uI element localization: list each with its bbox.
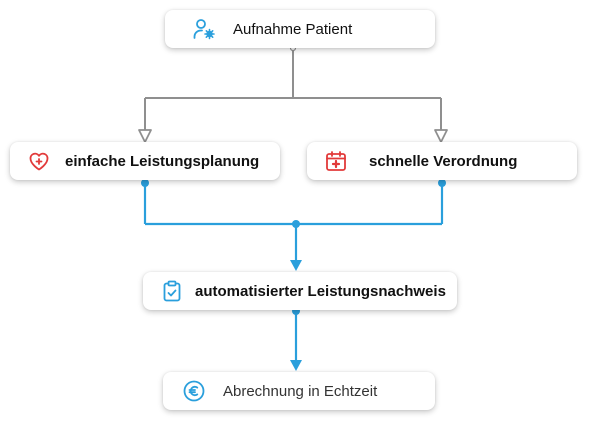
connector-dot-merge [292, 220, 300, 228]
node-label: Abrechnung in Echtzeit [223, 382, 378, 400]
arrowhead-left [138, 129, 152, 143]
arrowhead-nachweis [290, 260, 302, 271]
arrowhead-right [434, 129, 448, 143]
node-einfache-leistungsplanung: einfache Leistungsplanung [10, 142, 280, 180]
euro-coin-icon [181, 378, 207, 404]
medical-calendar-icon [323, 148, 349, 174]
connector-dot-schnell [438, 179, 446, 187]
node-label: Aufnahme Patient [233, 20, 353, 38]
heart-plus-icon [26, 148, 52, 174]
node-label: automatisierter Leistungsnachweis [195, 282, 446, 300]
connector-dot-einfach [141, 179, 149, 187]
clipboard-check-icon [159, 278, 185, 304]
node-label: einfache Leistungsplanung [65, 152, 260, 170]
node-abrechnung-in-echtzeit: Abrechnung in Echtzeit [163, 372, 435, 410]
node-label: schnelle Verordnung [369, 152, 518, 170]
node-automatisierter-leistungsnachweis: automatisierter Leistungsnachweis [143, 272, 457, 310]
arrowhead-abrechnung [290, 360, 302, 371]
split-connector [144, 48, 442, 130]
add-user-icon [191, 16, 217, 42]
node-aufnahme-patient: Aufnahme Patient [165, 10, 435, 48]
node-schnelle-verordnung: schnelle Verordnung [307, 142, 577, 180]
